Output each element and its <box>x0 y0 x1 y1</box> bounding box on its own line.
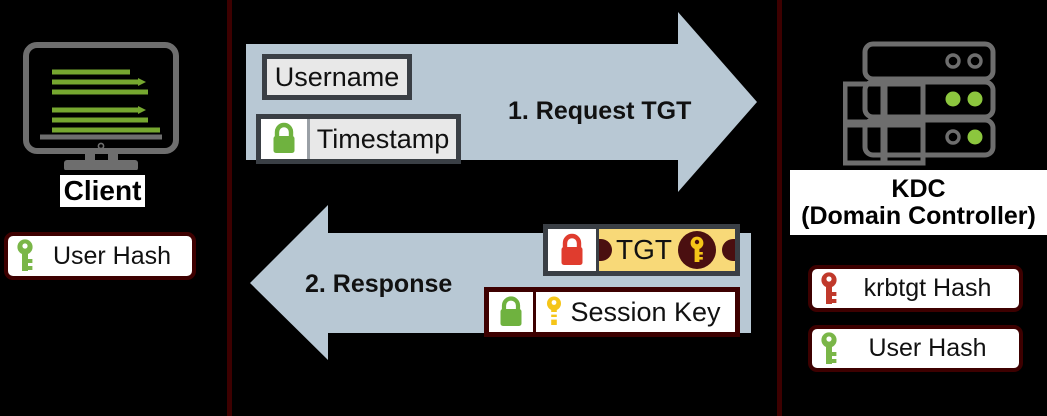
divider-left <box>227 0 232 416</box>
ticket-notch-left <box>599 239 612 261</box>
arrow-label-response: 2. Response <box>305 270 453 298</box>
credential-label: User Hash <box>868 334 987 362</box>
yellow-key-icon <box>678 231 716 269</box>
username-label: Username <box>274 61 400 92</box>
data-box-username: Username <box>262 54 412 100</box>
credential-label: krbtgt Hash <box>863 274 992 302</box>
divider-right <box>777 0 782 416</box>
green-key-icon <box>812 331 846 366</box>
kdc-label-line1: KDC <box>891 174 946 203</box>
data-box-session-key: Session Key <box>484 287 740 337</box>
kdc-credential-krbtgt-hash: krbtgt Hash <box>808 265 1023 312</box>
green-key-icon <box>8 239 42 273</box>
tgt-ticket-body: TGT <box>599 229 735 271</box>
kdc-label: KDC (Domain Controller) <box>790 170 1047 235</box>
green-padlock-icon <box>489 292 536 332</box>
kdc-credential-user-hash: User Hash <box>808 325 1023 372</box>
yellow-key-icon <box>544 296 564 328</box>
tgt-label: TGT <box>616 234 672 265</box>
kdc-label-line2: (Domain Controller) <box>801 201 1036 230</box>
desktop-monitor-icon <box>22 42 182 171</box>
session-key-cell: Session Key <box>536 292 735 332</box>
server-rack-icon <box>842 40 998 168</box>
green-padlock-icon <box>261 119 310 159</box>
data-box-timestamp: Timestamp <box>256 114 461 164</box>
client-label: Client <box>60 175 145 207</box>
data-box-tgt: TGT <box>543 224 740 276</box>
client-credential-user-hash: User Hash <box>4 232 196 280</box>
ticket-notch-right <box>722 239 735 261</box>
credential-label: User Hash <box>52 241 172 270</box>
arrow-label-request: 1. Request TGT <box>508 97 692 125</box>
timestamp-label: Timestamp <box>316 123 450 154</box>
session-key-label: Session Key <box>570 296 721 327</box>
red-key-icon <box>812 271 846 306</box>
red-padlock-icon <box>548 229 599 271</box>
